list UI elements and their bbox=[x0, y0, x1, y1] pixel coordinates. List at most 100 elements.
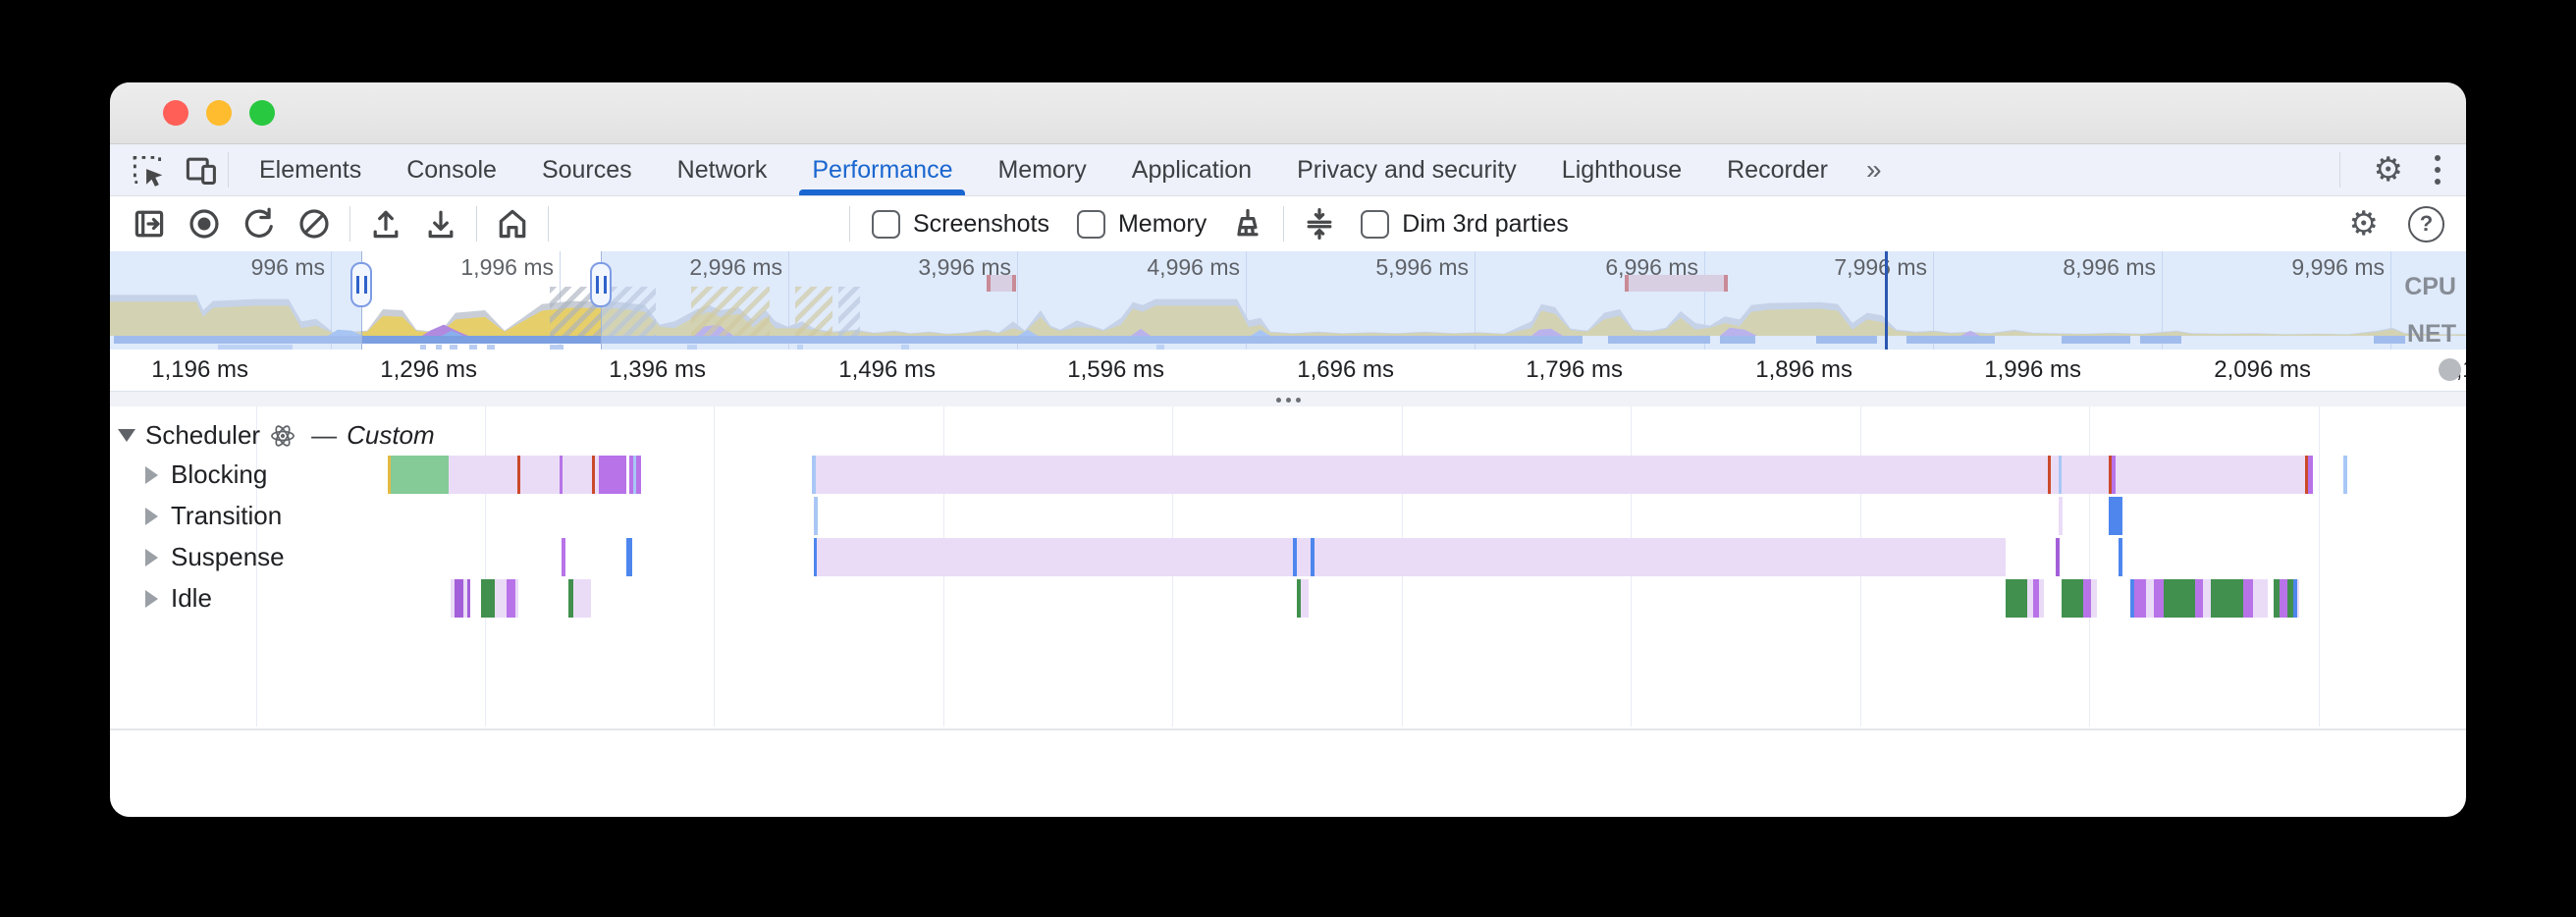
flame-bar-blocking[interactable] bbox=[599, 456, 626, 494]
record-and-reload-icon[interactable] bbox=[237, 201, 282, 246]
collapse-triangle-icon[interactable] bbox=[118, 429, 135, 442]
flame-bar-suspense[interactable] bbox=[562, 538, 565, 576]
flame-bar-idle[interactable] bbox=[507, 579, 515, 618]
flame-bar-suspense[interactable] bbox=[817, 538, 2006, 576]
flame-bar-blocking[interactable] bbox=[2305, 456, 2308, 494]
live-metrics-home-icon[interactable] bbox=[490, 201, 535, 246]
flame-bar-idle[interactable] bbox=[2297, 579, 2299, 618]
flame-bar-suspense[interactable] bbox=[626, 538, 632, 576]
flame-bar-idle[interactable] bbox=[2243, 579, 2253, 618]
tab-network[interactable]: Network bbox=[676, 155, 768, 184]
tab-elements[interactable]: Elements bbox=[259, 155, 362, 184]
toggle-sidebar-icon[interactable] bbox=[127, 201, 172, 246]
close-window-button[interactable] bbox=[163, 100, 188, 126]
flame-bar-idle[interactable] bbox=[463, 579, 467, 618]
flame-bar-blocking[interactable] bbox=[2308, 456, 2313, 494]
flame-bar-suspense[interactable] bbox=[814, 538, 817, 576]
flame-bar-idle[interactable] bbox=[2091, 579, 2097, 618]
flame-bar-blocking[interactable] bbox=[517, 456, 520, 494]
flame-bar-blocking[interactable] bbox=[560, 456, 563, 494]
flame-bar-blocking[interactable] bbox=[520, 456, 560, 494]
flame-bar-blocking[interactable] bbox=[391, 456, 449, 494]
flame-bar-idle[interactable] bbox=[2287, 579, 2293, 618]
flame-bar-idle[interactable] bbox=[481, 579, 495, 618]
flame-bar-suspense[interactable] bbox=[2119, 538, 2122, 576]
flame-bar-idle[interactable] bbox=[1297, 579, 1301, 618]
flame-bar-idle[interactable] bbox=[2293, 579, 2297, 618]
help-icon[interactable]: ? bbox=[2408, 205, 2444, 243]
flame-bar-idle[interactable] bbox=[2280, 579, 2287, 618]
flame-bar-idle[interactable] bbox=[568, 579, 573, 618]
flame-bar-idle[interactable] bbox=[2027, 579, 2033, 618]
clear-recording-icon[interactable] bbox=[292, 201, 337, 246]
flame-bar-idle[interactable] bbox=[515, 579, 518, 618]
flame-bar-idle[interactable] bbox=[2195, 579, 2203, 618]
flame-bar-idle[interactable] bbox=[495, 579, 507, 618]
flame-bar-blocking[interactable] bbox=[633, 456, 636, 494]
dim-3rd-parties-checkbox-box[interactable] bbox=[1361, 209, 1390, 239]
tab-lighthouse[interactable]: Lighthouse bbox=[1561, 155, 1683, 184]
minimize-window-button[interactable] bbox=[206, 100, 232, 126]
flame-bar-idle[interactable] bbox=[2203, 579, 2211, 618]
flame-bar-idle[interactable] bbox=[467, 579, 470, 618]
flame-bar-idle[interactable] bbox=[1301, 579, 1309, 618]
selection-handle-left[interactable] bbox=[350, 262, 372, 307]
flame-bar-transition[interactable] bbox=[814, 497, 818, 535]
main-menu-kebab-icon[interactable] bbox=[2429, 149, 2446, 190]
record-button[interactable] bbox=[182, 201, 227, 246]
capture-settings-gear-icon[interactable]: ⚙ bbox=[2348, 204, 2379, 243]
flame-bar-suspense[interactable] bbox=[1293, 538, 1297, 576]
collapse-flame-icon[interactable] bbox=[1297, 201, 1342, 246]
flame-bar-blocking[interactable] bbox=[2116, 456, 2305, 494]
flame-bar-blocking[interactable] bbox=[2051, 456, 2059, 494]
flame-bar-suspense[interactable] bbox=[1311, 538, 1315, 576]
upload-profile-icon[interactable] bbox=[363, 201, 408, 246]
zoom-window-button[interactable] bbox=[249, 100, 275, 126]
tab-memory[interactable]: Memory bbox=[997, 155, 1087, 184]
device-toolbar-icon[interactable] bbox=[181, 150, 220, 189]
flame-bar-blocking[interactable] bbox=[388, 456, 391, 494]
flame-bar-blocking[interactable] bbox=[595, 456, 599, 494]
flame-bar-blocking[interactable] bbox=[592, 456, 595, 494]
tab-privacy-and-security[interactable]: Privacy and security bbox=[1297, 155, 1517, 184]
ruler-scrollbar-thumb[interactable] bbox=[2439, 358, 2461, 381]
expand-triangle-icon[interactable] bbox=[145, 507, 158, 525]
flame-bar-blocking[interactable] bbox=[2062, 456, 2109, 494]
expand-triangle-icon[interactable] bbox=[145, 589, 158, 608]
flame-bar-idle[interactable] bbox=[2062, 579, 2083, 618]
more-tabs-button[interactable]: » bbox=[1865, 154, 1882, 185]
flame-bar-blocking[interactable] bbox=[563, 456, 592, 494]
flame-bar-idle[interactable] bbox=[573, 579, 591, 618]
flame-bar-idle[interactable] bbox=[2130, 579, 2134, 618]
flame-bar-idle[interactable] bbox=[2039, 579, 2044, 618]
track-row-label-transition[interactable]: Transition bbox=[145, 497, 282, 535]
flame-bar-idle[interactable] bbox=[451, 579, 455, 618]
flame-bar-blocking[interactable] bbox=[2343, 456, 2347, 494]
track-header-scheduler[interactable]: Scheduler—Custom bbox=[118, 420, 435, 451]
settings-gear-icon[interactable]: ⚙ bbox=[2373, 150, 2403, 189]
flame-bar-idle[interactable] bbox=[2253, 579, 2268, 618]
flame-bar-idle[interactable] bbox=[2083, 579, 2091, 618]
flame-bar-idle[interactable] bbox=[2211, 579, 2243, 618]
flame-bar-idle[interactable] bbox=[2134, 579, 2146, 618]
inspect-element-icon[interactable] bbox=[128, 150, 167, 189]
expand-triangle-icon[interactable] bbox=[145, 465, 158, 484]
flame-bar-idle[interactable] bbox=[2154, 579, 2164, 618]
flame-bar-idle[interactable] bbox=[2033, 579, 2039, 618]
flame-bar-blocking[interactable] bbox=[2048, 456, 2051, 494]
tab-application[interactable]: Application bbox=[1131, 155, 1253, 184]
flame-bar-transition[interactable] bbox=[2059, 497, 2063, 535]
memory-checkbox[interactable]: Memory bbox=[1076, 209, 1207, 239]
tab-console[interactable]: Console bbox=[406, 155, 497, 184]
dim-3rd-parties-checkbox[interactable]: Dim 3rd parties bbox=[1361, 209, 1569, 239]
flame-bar-idle[interactable] bbox=[2146, 579, 2154, 618]
flame-bar-blocking[interactable] bbox=[2109, 456, 2112, 494]
track-row-label-suspense[interactable]: Suspense bbox=[145, 538, 285, 576]
track-row-label-idle[interactable]: Idle bbox=[145, 579, 212, 618]
flame-bar-blocking[interactable] bbox=[812, 456, 816, 494]
tab-recorder[interactable]: Recorder bbox=[1727, 155, 1828, 184]
expand-triangle-icon[interactable] bbox=[145, 548, 158, 566]
flame-bar-idle[interactable] bbox=[455, 579, 463, 618]
flame-bar-suspense[interactable] bbox=[2056, 538, 2060, 576]
memory-checkbox-box[interactable] bbox=[1076, 209, 1105, 239]
